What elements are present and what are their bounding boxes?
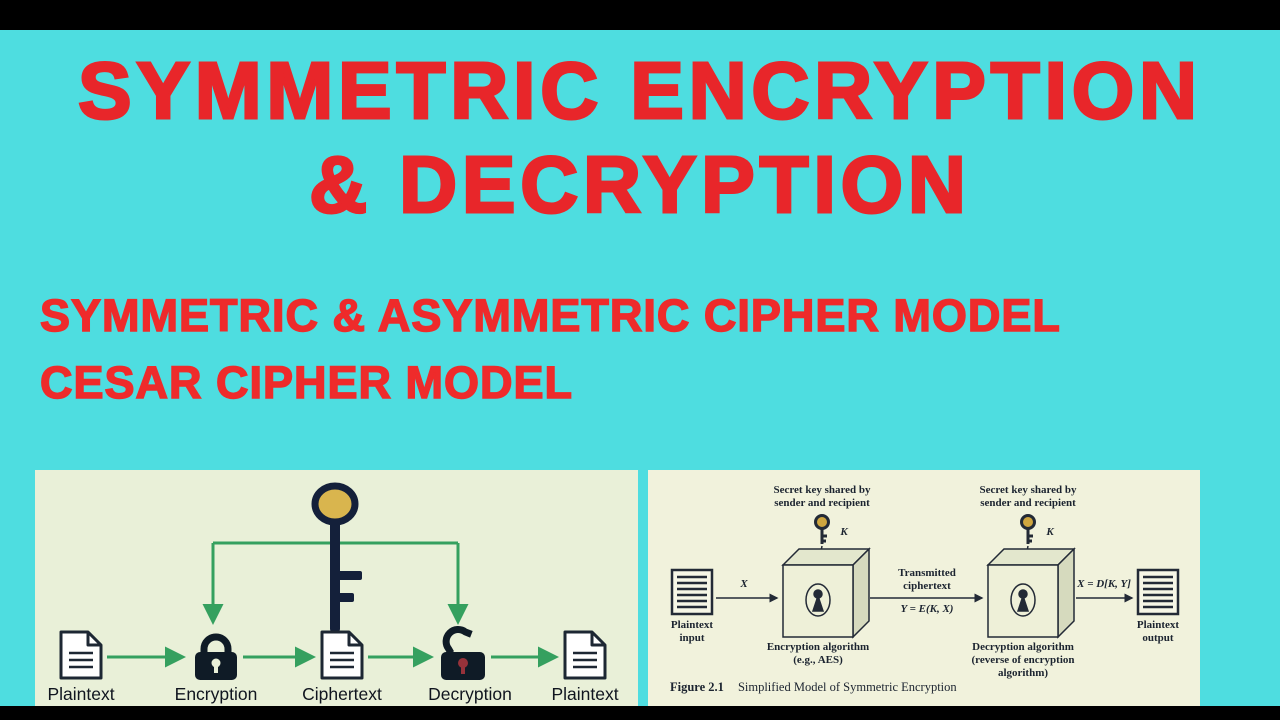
decryption-box-label: Decryption algorithm (reverse of encrypt…	[971, 641, 1075, 679]
title-line-1: SYMMETRIC ENCRYPTION	[77, 45, 1202, 137]
flow-label-decryption: Decryption	[428, 684, 512, 704]
top-letterbox-bar	[0, 0, 1280, 30]
k-label-right: K	[1046, 526, 1054, 538]
transmitted-ciphertext-label: Transmitted ciphertext	[898, 567, 956, 592]
plaintext-output-icon	[1136, 568, 1180, 616]
page-title: SYMMETRIC ENCRYPTION & DECRYPTION	[0, 44, 1280, 232]
decryption-box-icon	[986, 547, 1076, 639]
figure-caption-text: Simplified Model of Symmetric Encryption	[737, 680, 957, 694]
plaintext-output-label: Plaintext output	[1136, 619, 1180, 644]
document-icon-ciphertext	[320, 630, 364, 680]
open-padlock-icon	[441, 626, 485, 680]
subtitle-line-2: CESAR CIPHER MODEL	[39, 356, 574, 409]
secret-key-label-right: Secret key shared by sender and recipien…	[979, 484, 1077, 509]
title-line-2: & DECRYPTION	[308, 139, 971, 231]
closed-padlock-icon	[195, 633, 237, 680]
textbook-figure-panel: Secret key shared by sender and recipien…	[648, 470, 1200, 720]
figure-caption: Figure 2.1 Simplified Model of Symmetric …	[670, 680, 957, 695]
flow-label-ciphertext: Ciphertext	[302, 684, 382, 704]
document-icon-plaintext-right	[563, 630, 607, 680]
encryption-box-label: Encryption algorithm (e.g., AES)	[766, 641, 870, 666]
x-arrow-label: X	[740, 578, 748, 590]
symmetric-model-figure	[670, 514, 1180, 639]
encryption-box-icon	[781, 547, 871, 639]
secret-key-icon-left	[814, 514, 830, 544]
bottom-letterbox-bar	[0, 706, 1280, 720]
flow-label-encryption: Encryption	[174, 684, 258, 704]
subtitle-line-1: SYMMETRIC & ASYMMETRIC CIPHER MODEL	[39, 289, 1061, 342]
key-icon	[311, 482, 362, 632]
y-formula-label: Y = E(K, X)	[900, 603, 954, 615]
x-formula-label: X = D[K, Y]	[1077, 578, 1131, 590]
symmetric-flow-diagram	[59, 482, 607, 680]
plaintext-input-label: Plaintext input	[670, 619, 714, 644]
document-icon-plaintext-left	[59, 630, 103, 680]
symmetric-flow-diagram-panel: Plaintext Encryption Ciphertext Decrypti…	[35, 470, 638, 720]
flow-label-plaintext-2: Plaintext	[551, 684, 619, 704]
k-label-left: K	[840, 526, 848, 538]
secret-key-icon-right	[1020, 514, 1036, 544]
figure-caption-number: Figure 2.1	[670, 680, 724, 694]
flow-label-plaintext-1: Plaintext	[47, 684, 115, 704]
plaintext-input-icon	[670, 568, 714, 616]
secret-key-label-left: Secret key shared by sender and recipien…	[773, 484, 871, 509]
